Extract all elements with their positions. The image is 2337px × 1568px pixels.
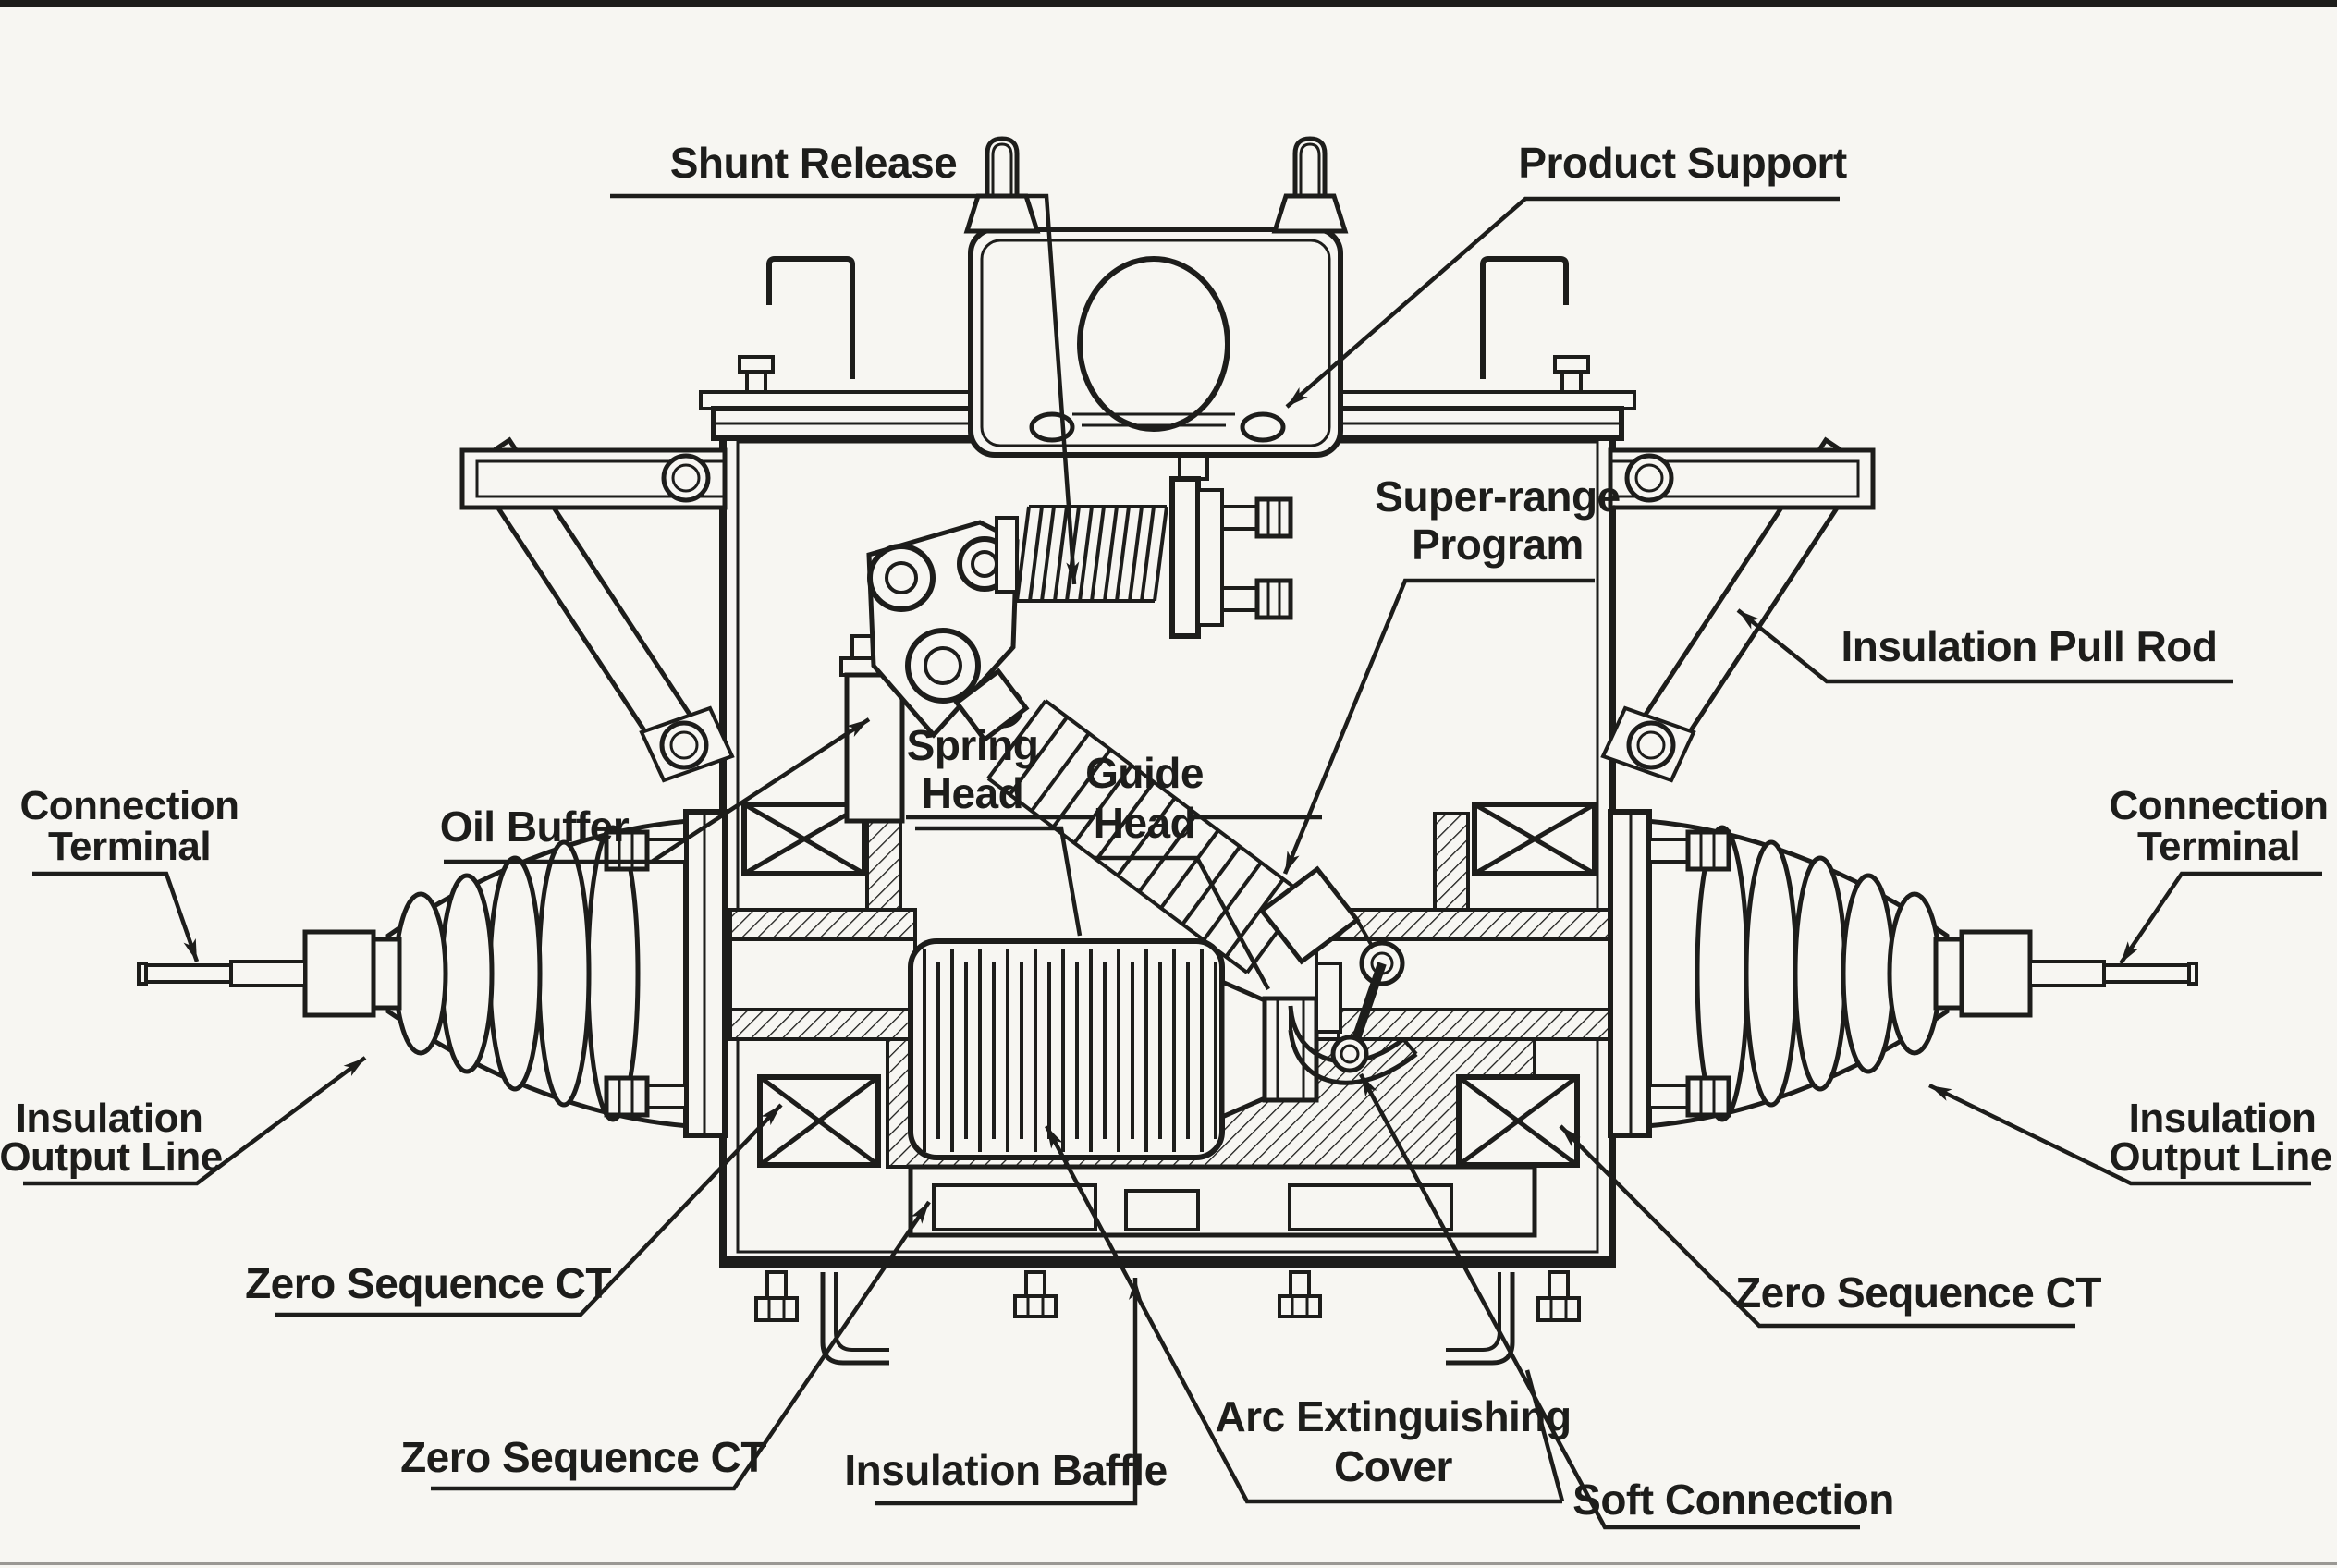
insulator-sheds-right (1695, 825, 1942, 1122)
bushing-right (1608, 809, 2198, 1138)
label-product-support: Product Support (1518, 139, 1847, 187)
label-oil-buffer: Oil Buffer (440, 802, 630, 851)
shunt-release-spring (995, 505, 1168, 603)
label-arc-extinguishing-line1: Arc Extinguishing (1215, 1392, 1571, 1440)
bracket-hook-right (1480, 256, 1569, 379)
leader-lines (23, 193, 2322, 1530)
bushing-left (137, 809, 728, 1138)
under-body-bolts (754, 1270, 1581, 1322)
insulation-pull-rod-left (459, 436, 735, 783)
spring-anchor-bracket (1169, 436, 1293, 639)
label-spring-head-line1: Spring (907, 721, 1039, 769)
zero-sequence-ct-core-bottom-left (757, 1074, 881, 1168)
label-connection-terminal-right-line2: Terminal (2137, 824, 2300, 869)
bracket-hook-left (766, 256, 855, 379)
label-insulation-baffle: Insulation Baffle (844, 1446, 1167, 1494)
label-zero-sequence-ct-right: Zero Sequence CT (1735, 1268, 2101, 1317)
insulator-sheds-left (393, 825, 641, 1122)
callout-labels: Shunt Release Product Support Super-rang… (0, 139, 2332, 1524)
label-insulation-output-line-left-line2: Output Line (0, 1134, 223, 1180)
soft-connection-strap (1288, 1005, 1418, 1085)
top-cover-assembly (699, 136, 1636, 458)
label-super-range-line2: Program (1412, 521, 1584, 569)
connection-terminal-rod-left (137, 960, 307, 987)
label-zero-sequence-ct-left: Zero Sequence CT (245, 1259, 611, 1307)
cover-bolt-right (1553, 355, 1590, 394)
label-shunt-release: Shunt Release (670, 139, 958, 187)
operating-mechanism (839, 436, 1405, 1073)
connection-terminal-rod-right (2028, 960, 2198, 987)
label-insulation-output-line-left-line1: Insulation (16, 1096, 203, 1141)
label-connection-terminal-right-line1: Connection (2110, 783, 2329, 828)
arc-extinguishing-chamber (908, 938, 1267, 1160)
label-connection-terminal-left-line1: Connection (20, 783, 239, 828)
product-support-plate (968, 227, 1343, 458)
super-range-program-spring (953, 668, 1405, 1073)
lifting-eye-bolt-right (1271, 136, 1349, 234)
conductor-shaft-left (728, 908, 917, 1041)
label-guide-head-line2: Head (1094, 799, 1195, 847)
cover-bolt-left (738, 355, 775, 394)
label-super-range-line1: Super-range (1375, 472, 1620, 521)
zero-sequence-ct-core-bottom-right (1456, 1074, 1580, 1168)
insulation-pull-rod-right (1600, 436, 1876, 783)
zero-sequence-ct-core-top-left (741, 802, 867, 876)
label-insulation-output-line-right-line1: Insulation (2129, 1096, 2317, 1141)
label-insulation-pull-rod: Insulation Pull Rod (1841, 622, 2217, 670)
mounting-feet (820, 1272, 1515, 1366)
lifting-eye-bolt-left (963, 136, 1041, 234)
label-insulation-output-line-right-line2: Output Line (2109, 1134, 2331, 1180)
bushing-flange-right (1608, 809, 1731, 1138)
label-guide-head-line1: Guide (1085, 749, 1204, 797)
label-spring-head-line2: Head (922, 769, 1023, 817)
label-soft-connection: Soft Connection (1572, 1476, 1894, 1524)
zero-sequence-ct-core-top-right (1472, 802, 1597, 876)
label-arc-extinguishing-line2: Cover (1334, 1442, 1452, 1490)
label-zero-sequence-ct-bottom: Zero Sequence CT (400, 1433, 766, 1481)
label-connection-terminal-left-line2: Terminal (48, 824, 211, 869)
